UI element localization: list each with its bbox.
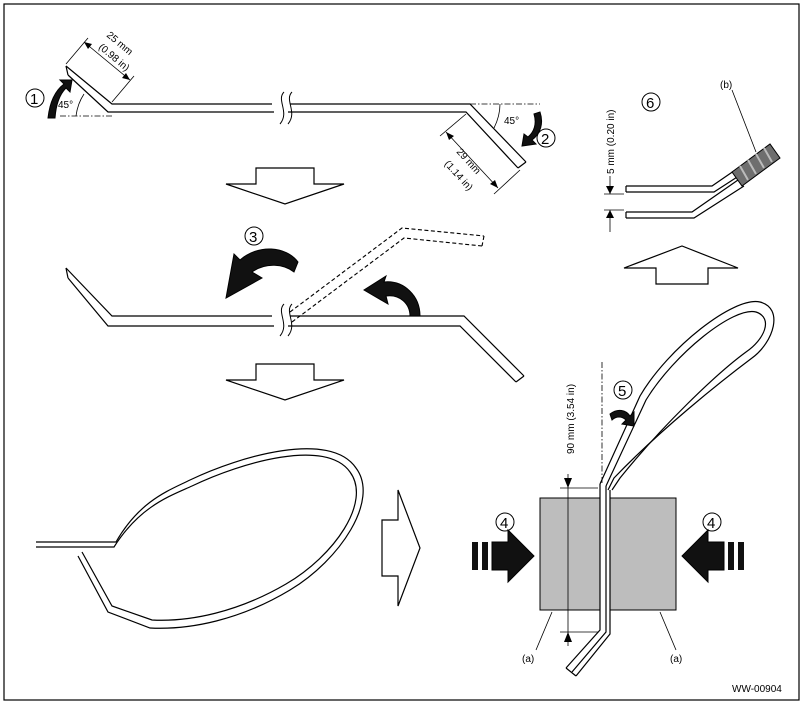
angle-right-label: 45° bbox=[504, 116, 519, 127]
solid-right-arrow bbox=[491, 528, 535, 584]
gap-label: 5 mm (0.20 in) bbox=[606, 110, 617, 174]
finished-wire-ends bbox=[625, 143, 781, 219]
block-right bbox=[609, 497, 677, 611]
step-5-label: 5 bbox=[618, 383, 626, 400]
tape-wrap bbox=[731, 143, 781, 187]
step-4-right-label: 4 bbox=[707, 515, 715, 532]
diagram-frame bbox=[3, 3, 800, 701]
curved-arrow-5 bbox=[609, 409, 635, 427]
step-1: 1 bbox=[25, 79, 73, 119]
block-left-label: (a) bbox=[522, 654, 534, 665]
curved-arrow-2 bbox=[521, 111, 543, 147]
angle-left: 45° bbox=[58, 93, 114, 117]
curved-arrow-1 bbox=[47, 79, 73, 119]
hollow-down-arrow-1 bbox=[225, 167, 345, 205]
wire-bent-ends bbox=[65, 65, 527, 169]
wire-loop bbox=[36, 448, 364, 629]
block-left bbox=[539, 497, 601, 611]
tape-label: (b) bbox=[720, 80, 732, 91]
step-3-label: 3 bbox=[249, 229, 257, 246]
hollow-right-arrow bbox=[381, 489, 421, 607]
step-6-label: 6 bbox=[646, 95, 654, 112]
step-1-label: 1 bbox=[30, 91, 38, 108]
solid-left-arrow bbox=[681, 528, 725, 584]
clamp-assembly bbox=[539, 301, 775, 677]
curved-arrow-3-small bbox=[363, 274, 421, 317]
curved-arrow-3-large bbox=[225, 248, 299, 299]
step-3: 3 bbox=[225, 226, 421, 317]
step-2-label: 2 bbox=[541, 131, 549, 148]
block-right-label: (a) bbox=[670, 654, 682, 665]
step-4-left-label: 4 bbox=[500, 515, 508, 532]
step-2: 2 bbox=[521, 111, 556, 148]
hollow-down-arrow-2 bbox=[225, 363, 345, 401]
figure-id: WW-00904 bbox=[732, 684, 782, 695]
depth-label: 90 mm (3.54 in) bbox=[566, 384, 577, 454]
angle-right: 45° bbox=[470, 103, 540, 129]
step-6: 6 bbox=[641, 92, 661, 112]
step-4-left: 4 bbox=[472, 512, 535, 584]
step-4-right: 4 bbox=[681, 512, 744, 584]
wire-folding bbox=[65, 227, 525, 383]
angle-left-label: 45° bbox=[58, 100, 73, 111]
hollow-up-arrow bbox=[623, 245, 739, 285]
dimension-5mm: 5 mm (0.20 in) bbox=[604, 110, 624, 232]
step-5: 5 bbox=[609, 380, 635, 427]
dimension-90mm: 90 mm (3.54 in) bbox=[560, 384, 598, 646]
dimension-25mm: 25 mm (0.98 in) bbox=[65, 30, 135, 103]
